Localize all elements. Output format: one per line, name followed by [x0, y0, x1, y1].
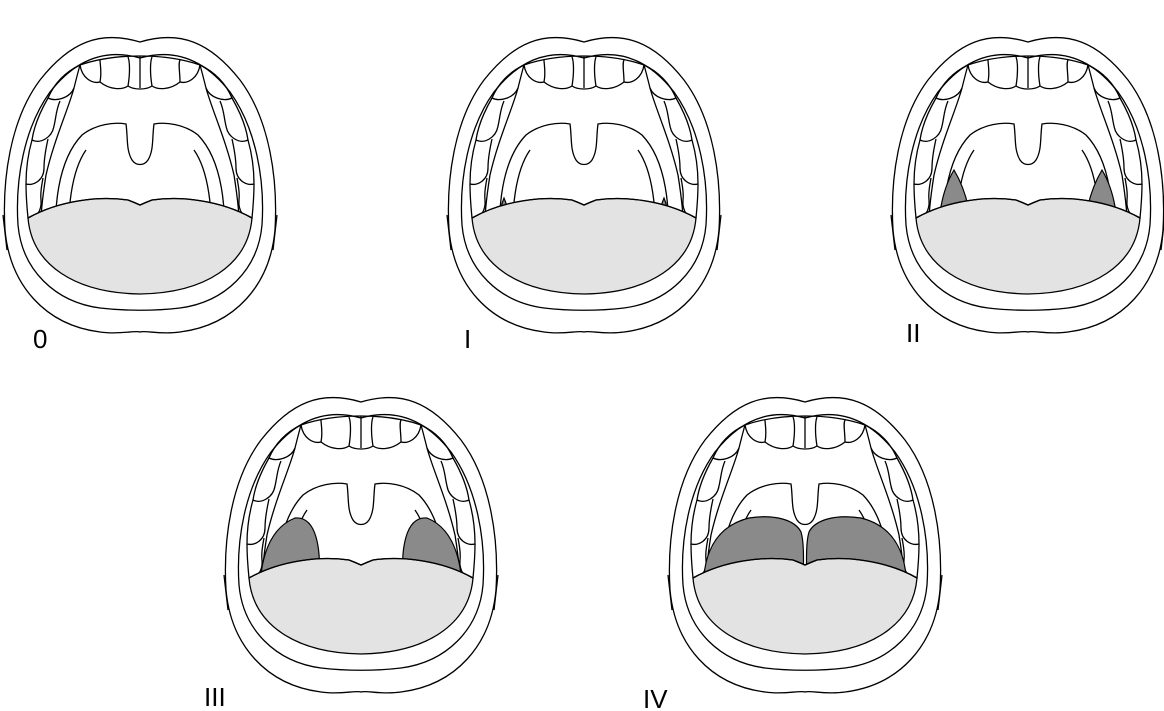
panel-grade-IV — [668, 398, 942, 693]
panel-grade-0 — [3, 38, 277, 333]
grade-label-II: II — [906, 318, 920, 348]
grade-label-0: 0 — [33, 324, 47, 354]
panel-grade-III — [224, 398, 498, 693]
grade-label-I: I — [464, 324, 471, 354]
panel-grade-I — [447, 38, 721, 333]
grade-label-III: III — [204, 682, 226, 711]
grade-label-IV: IV — [643, 684, 668, 711]
panel-grade-II — [891, 38, 1164, 333]
